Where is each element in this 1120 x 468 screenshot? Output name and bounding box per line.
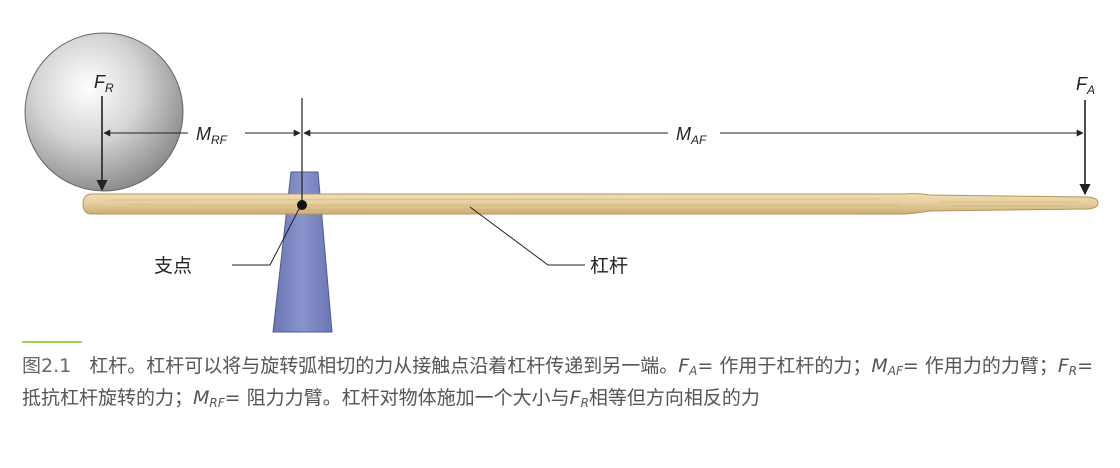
lever-bar [82,193,1099,215]
wood-grain [100,198,1080,211]
fulcrum-leader-line [232,206,301,266]
caption-rule [22,341,82,343]
caption-text-3: = 作用力的力臂； [902,355,1058,377]
caption-fr-2: FR [569,387,589,410]
caption-text-1: 杠杆。杠杆可以将与旋转弧相切的力从接触点沿着杠杆传递到另一端。 [89,355,679,377]
caption-text-5: = 阻力力臂。杠杆对物体施加一个大小与 [224,387,570,409]
figure-number: 图2.1 [22,355,72,377]
fulcrum-label: 支点 [154,255,192,277]
lever-leader-line [469,206,585,266]
fa-label: FA [1076,74,1095,97]
caption-text-4: = 抵抗杠杆旋转的力； [22,355,1094,409]
caption-mrf: MRF [193,387,225,410]
caption-text-2: = 作用于杠杆的力； [697,355,872,377]
caption-maf: MAF [871,355,903,378]
lever-label: 杠杆 [590,255,628,277]
fr-label: FR [94,72,114,95]
caption-fr: FR [1057,355,1078,378]
caption-fa: FA [678,355,698,378]
lever-diagram: FR FA MRF MAF 支点 杠杆 [24,32,1099,333]
ball [24,32,184,192]
caption-text-6: 相等但方向相反的力 [588,387,760,409]
mrf-label: MRF [196,124,228,147]
maf-label: MAF [676,124,707,147]
pivot-point [297,200,307,210]
